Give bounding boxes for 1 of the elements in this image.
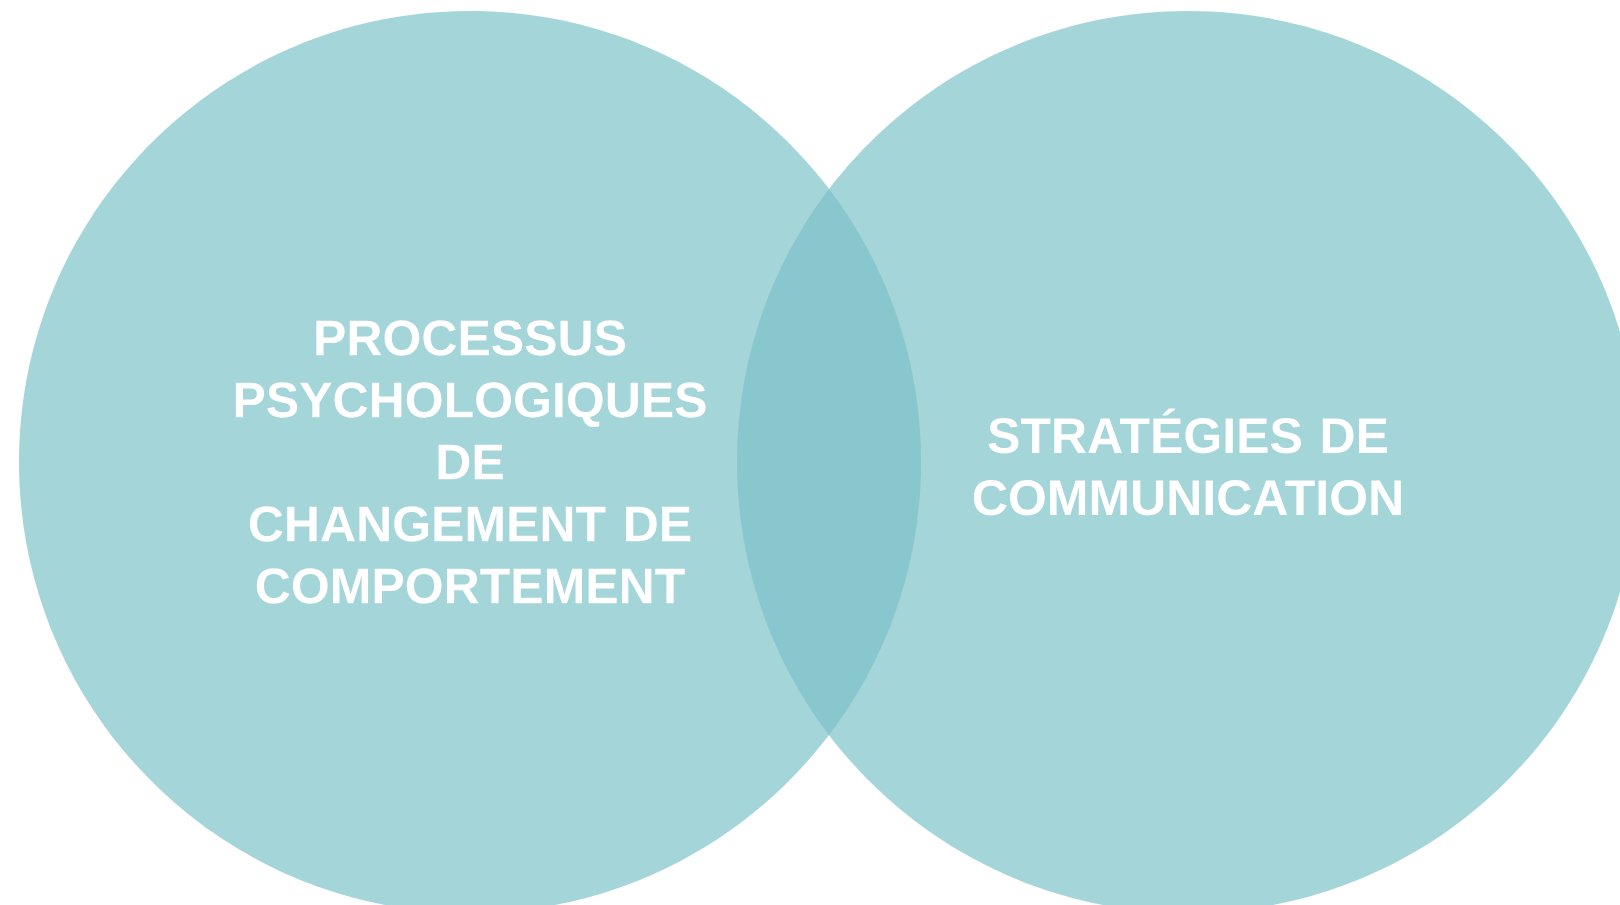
node-label: STRATÉGIES DE COMMUNICATION [973, 408, 1401, 516]
